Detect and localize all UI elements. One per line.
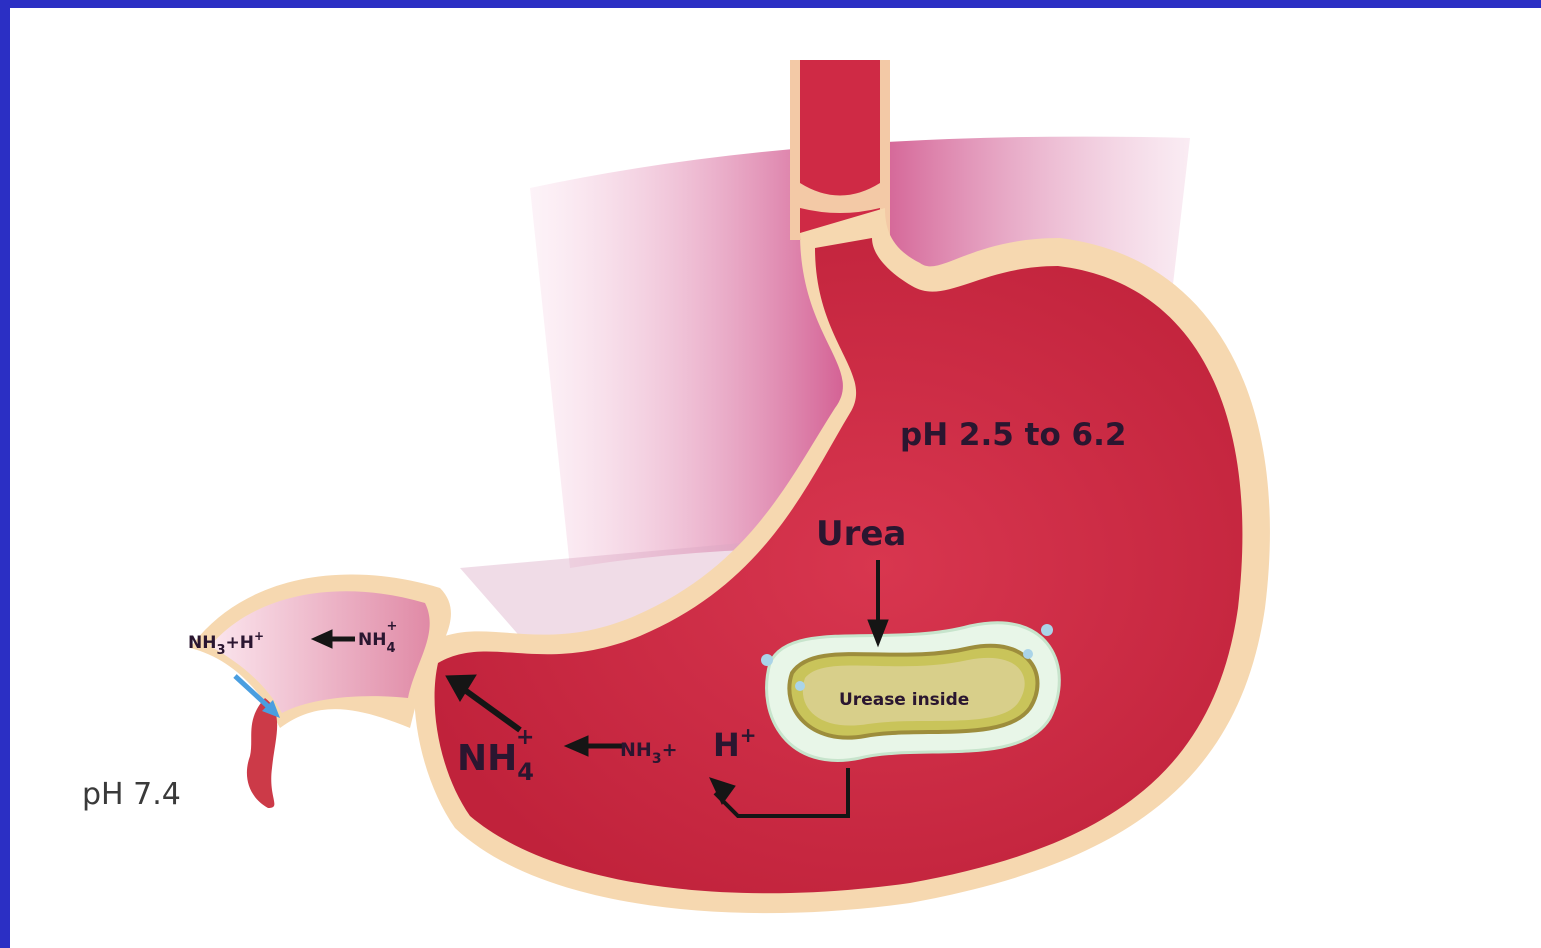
slide: pH 2.5 to 6.2 Urea Urease inside pH 7.4 … <box>10 8 1541 948</box>
urea-label: Urea <box>816 514 906 554</box>
stomach-diagram: pH 2.5 to 6.2 Urea Urease inside pH 7.4 … <box>10 8 1541 948</box>
urease-label: Urease inside <box>839 690 969 710</box>
blood-ph-label: pH 7.4 <box>82 777 181 812</box>
stomach-ph-label: pH 2.5 to 6.2 <box>900 417 1126 453</box>
